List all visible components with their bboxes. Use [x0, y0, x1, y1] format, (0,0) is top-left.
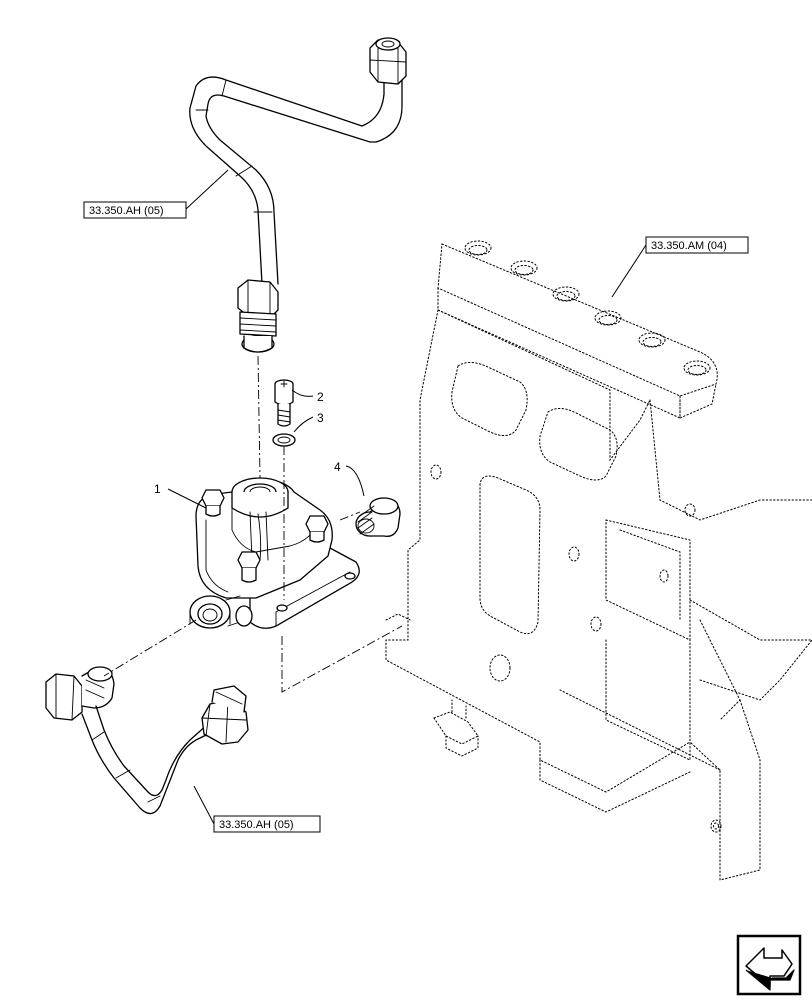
valve-body-item-1 [189, 477, 360, 629]
bolt-item-2 [274, 379, 294, 427]
callout-1: 1 [154, 482, 161, 496]
reference-frame[interactable]: 33.350.AM (04) [645, 236, 749, 254]
callout-3: 3 [317, 411, 324, 425]
reference-upper-pipe[interactable]: 33.350.AH (05) [83, 201, 187, 219]
reference-lower-pipe-label[interactable]: 33.350.AH (05) [219, 819, 294, 831]
upper-pipe [189, 37, 407, 353]
callout-leaders [167, 169, 647, 825]
callout-2: 2 [317, 390, 324, 404]
callout-4: 4 [334, 460, 341, 474]
plug-item-4 [355, 497, 401, 537]
reference-frame-label[interactable]: 33.350.AM (04) [651, 240, 727, 252]
reference-lower-pipe[interactable]: 33.350.AH (05) [213, 815, 321, 833]
navigation-arrow-icon[interactable] [736, 934, 802, 996]
reference-upper-pipe-label[interactable]: 33.350.AH (05) [89, 205, 164, 217]
chassis-frame [385, 240, 812, 881]
lower-pipe [45, 666, 249, 815]
assembly-centerlines [103, 355, 403, 693]
washer-item-3 [272, 433, 296, 447]
